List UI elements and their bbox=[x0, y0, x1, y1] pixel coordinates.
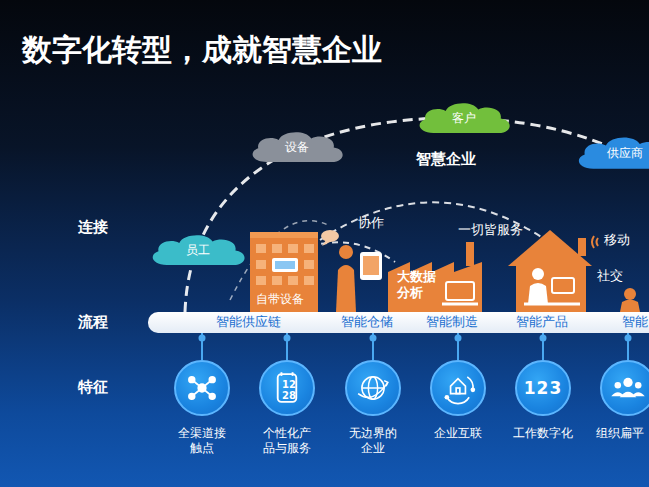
cloud-node: 员工 bbox=[146, 230, 250, 268]
connector bbox=[199, 333, 206, 360]
cloud-node: 供应商 bbox=[572, 132, 649, 172]
cloud-node: 设备 bbox=[246, 127, 348, 165]
feature-icon bbox=[602, 362, 649, 414]
cloud-label: 客户 bbox=[413, 112, 515, 125]
feature-circle: 123工作数字化 bbox=[515, 360, 571, 416]
text-label: 社交 bbox=[597, 268, 623, 284]
feature-icon bbox=[176, 362, 228, 414]
connector bbox=[540, 333, 547, 360]
connector bbox=[625, 333, 632, 360]
process-label: 智能制造 bbox=[426, 314, 478, 330]
text-label: 自带设备 bbox=[256, 292, 304, 306]
process-label: 智能产品 bbox=[516, 314, 568, 330]
feature-icon bbox=[347, 362, 399, 414]
process-label: 智能仓储 bbox=[341, 314, 393, 330]
text-label: 流程 bbox=[78, 313, 108, 331]
cloud-label: 供应商 bbox=[572, 147, 649, 160]
cloud-label: 设备 bbox=[246, 141, 348, 154]
text-label: 大数据分析 bbox=[397, 269, 439, 300]
feature-circle: 全渠道接触点 bbox=[174, 360, 230, 416]
process-label: 智能 bbox=[622, 314, 648, 330]
text-label: 一切皆服务 bbox=[458, 222, 523, 238]
feature-label: 企业互联 bbox=[432, 426, 484, 441]
icon-text: 12 28 bbox=[280, 379, 298, 401]
feature-circle: 企业互联 bbox=[430, 360, 486, 416]
process-label: 智能供应链 bbox=[216, 314, 281, 330]
text-label: 特征 bbox=[78, 378, 108, 396]
feature-label: 个性化产品与服务 bbox=[261, 426, 313, 456]
feature-circle: 12 28个性化产品与服务 bbox=[259, 360, 315, 416]
feature-icon bbox=[432, 362, 484, 414]
feature-circle: 组织扁平 bbox=[600, 360, 649, 416]
connector bbox=[370, 333, 377, 360]
feature-label: 组织扁平 bbox=[594, 426, 646, 441]
title: 数字化转型，成就智慧企业 bbox=[22, 32, 382, 68]
text-label: 协作 bbox=[358, 215, 384, 231]
connector bbox=[455, 333, 462, 360]
process-band: 智能供应链 智能仓储 智能制造 智能产品 智能 bbox=[148, 312, 649, 333]
feature-label: 工作数字化 bbox=[511, 426, 575, 441]
text-label: 连接 bbox=[78, 218, 108, 236]
text-label: 移动 bbox=[604, 232, 630, 248]
feature-label: 无边界的企业 bbox=[347, 426, 399, 456]
connector bbox=[284, 333, 291, 360]
text-label: 智慧企业 bbox=[416, 150, 476, 168]
icon-text: 123 bbox=[517, 379, 569, 398]
cloud-node: 客户 bbox=[413, 98, 515, 136]
cloud-label: 员工 bbox=[146, 244, 250, 257]
feature-circle: 无边界的企业 bbox=[345, 360, 401, 416]
feature-label: 全渠道接触点 bbox=[176, 426, 228, 456]
